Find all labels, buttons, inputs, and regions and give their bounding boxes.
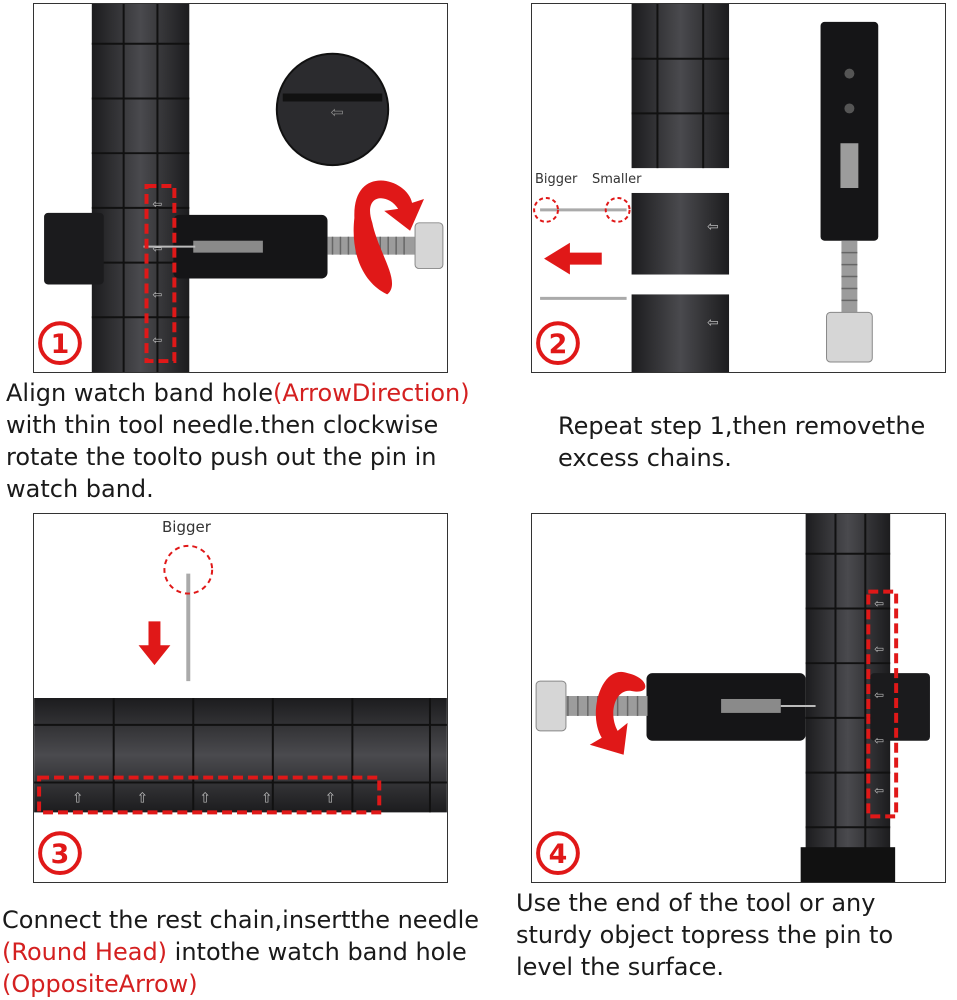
step-4-illustration: ⇦ ⇦ ⇦ ⇦ ⇦ 4: [535, 514, 930, 882]
step-number-badge: [38, 831, 82, 876]
step-number-badge: [536, 321, 580, 366]
step-2-caption: Repeat step 1,then removethe excess chai…: [558, 410, 948, 474]
svg-text:⇦: ⇦: [331, 102, 344, 121]
svg-text:⇦: ⇦: [874, 688, 884, 702]
smaller-label: Smaller: [592, 172, 642, 187]
step-1-panel: ⇦ ⇦ ⇦ ⇦ ⇦ 1: [33, 3, 448, 373]
svg-text:⇧: ⇧: [261, 790, 273, 806]
svg-text:⇧: ⇧: [325, 790, 337, 806]
step-1-illustration: ⇦ ⇦ ⇦ ⇦ ⇦ 1: [38, 4, 444, 372]
svg-text:⇦: ⇦: [707, 219, 719, 235]
caption-highlight: (ArrowDirection): [272, 379, 470, 407]
caption-highlight: (Round Head): [2, 938, 168, 966]
svg-text:⇦: ⇦: [152, 333, 162, 347]
step-1-number: 1: [51, 329, 70, 360]
bigger-label: Bigger: [162, 518, 211, 536]
step-4-panel: ⇦ ⇦ ⇦ ⇦ ⇦ 4: [531, 513, 946, 883]
svg-text:⇦: ⇦: [874, 734, 884, 748]
svg-text:⇦: ⇦: [152, 197, 162, 211]
step-3-number: 3: [51, 839, 70, 870]
bigger-label: Bigger: [535, 172, 578, 187]
direction-arrow-icon: [544, 242, 602, 275]
step-4-number: 4: [549, 839, 568, 870]
step-3-illustration: ⇧ ⇧ ⇧ ⇧ ⇧ 3: [34, 544, 447, 876]
step-2-illustration: ⇦ ⇦ 2: [533, 4, 879, 372]
step-1-caption: Align watch band hole(ArrowDirection) wi…: [6, 377, 486, 505]
step-4-caption: Use the end of the tool or any sturdy ob…: [516, 887, 956, 983]
svg-text:⇧: ⇧: [199, 790, 211, 806]
svg-text:⇦: ⇦: [874, 783, 884, 797]
rotation-arrow-icon: [353, 180, 425, 295]
caption-text: Use the end of the tool or any sturdy ob…: [516, 889, 894, 981]
step-2-number: 2: [549, 329, 568, 360]
caption-text: Repeat step 1,then removethe excess chai…: [558, 412, 926, 472]
caption-text: Align watch band hole: [6, 379, 273, 407]
step-3-panel: ⇧ ⇧ ⇧ ⇧ ⇧ 3 Bigger: [33, 513, 448, 883]
step-3-caption: Connect the rest chain,insertthe needle …: [2, 904, 492, 1000]
svg-text:⇦: ⇦: [152, 242, 162, 256]
svg-text:⇦: ⇦: [874, 642, 884, 656]
svg-text:⇦: ⇦: [874, 596, 884, 610]
svg-text:⇧: ⇧: [72, 790, 84, 806]
svg-text:⇧: ⇧: [137, 790, 149, 806]
step-number-badge: [536, 831, 580, 876]
svg-text:⇦: ⇦: [707, 315, 719, 331]
step-2-panel: ⇦ ⇦ 2 Bigger Smaller: [531, 3, 946, 373]
rotation-arrow-icon: [589, 671, 646, 755]
caption-text: with thin tool needle.then clockwise rot…: [6, 411, 439, 503]
caption-text: intothe watch band hole: [167, 938, 467, 966]
direction-arrow-icon: [138, 621, 171, 666]
svg-text:⇦: ⇦: [152, 287, 162, 301]
caption-highlight: (OppositeArrow): [2, 970, 198, 998]
step-number-badge: [38, 321, 82, 366]
caption-text: Connect the rest chain,insertthe needle: [2, 906, 479, 934]
